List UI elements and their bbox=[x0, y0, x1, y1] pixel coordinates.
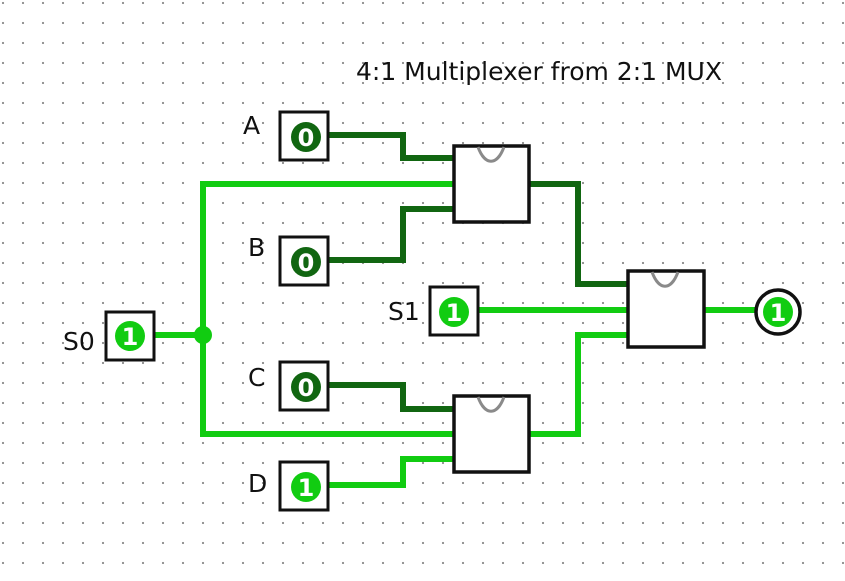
pin-d-value: 1 bbox=[298, 474, 315, 502]
input-pin-a[interactable]: A 0 bbox=[243, 110, 330, 162]
input-pin-s0[interactable]: S0 1 bbox=[63, 310, 156, 362]
wire-junction bbox=[194, 326, 212, 344]
input-pin-d[interactable]: D 1 bbox=[248, 460, 330, 512]
mux-top[interactable] bbox=[452, 144, 531, 224]
pin-c-state bbox=[291, 372, 321, 402]
pin-s0-value: 1 bbox=[122, 323, 139, 351]
wire-b bbox=[324, 206, 455, 263]
wire-c bbox=[324, 382, 455, 412]
pin-s1-state bbox=[439, 297, 469, 327]
mux-bottom[interactable] bbox=[452, 394, 531, 474]
pin-s1-value: 1 bbox=[446, 299, 463, 327]
output-state bbox=[763, 297, 793, 327]
pin-c-value: 0 bbox=[298, 374, 315, 402]
output-value: 1 bbox=[770, 299, 787, 327]
pin-label-a: A bbox=[243, 111, 260, 140]
wire-d bbox=[324, 456, 455, 488]
pin-label-s0: S0 bbox=[63, 327, 95, 356]
pin-a-state bbox=[291, 122, 321, 152]
circuit-title: 4:1 Multiplexer from 2:1 MUX bbox=[356, 57, 722, 86]
pin-b-value: 0 bbox=[298, 249, 315, 277]
output-pin[interactable]: 1 bbox=[754, 288, 802, 336]
wire-a bbox=[324, 132, 455, 161]
pin-b-state bbox=[291, 247, 321, 277]
input-pin-c[interactable]: C 0 bbox=[248, 360, 330, 412]
pin-d-state bbox=[291, 472, 321, 502]
wire-bottom-mux-out bbox=[527, 332, 631, 437]
wire-top-mux-out bbox=[527, 181, 631, 287]
pin-label-s1: S1 bbox=[388, 297, 420, 326]
input-pin-b[interactable]: B 0 bbox=[248, 233, 330, 287]
pin-a-value: 0 bbox=[298, 124, 315, 152]
pin-s0-state bbox=[115, 321, 145, 351]
pin-label-d: D bbox=[248, 469, 267, 498]
input-pin-s1[interactable]: S1 1 bbox=[388, 285, 480, 337]
mux-final[interactable] bbox=[626, 269, 706, 349]
pin-label-b: B bbox=[248, 233, 265, 262]
pin-label-c: C bbox=[248, 363, 265, 392]
wire-s0-top bbox=[200, 181, 455, 437]
